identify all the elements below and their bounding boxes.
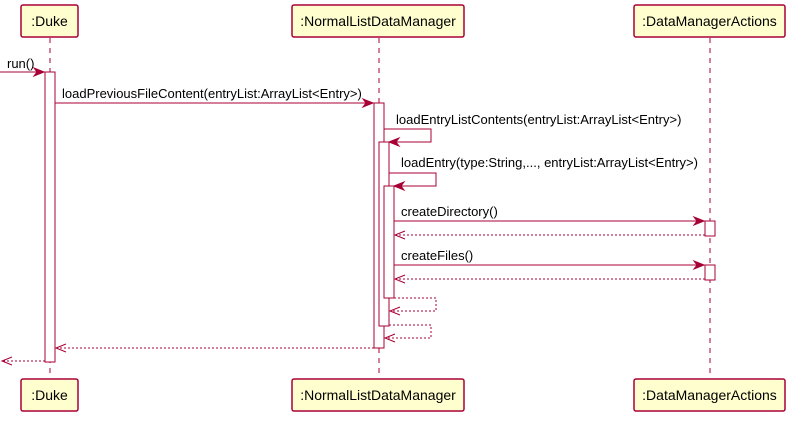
arrow-head: [387, 136, 401, 148]
return-line: [385, 324, 432, 339]
message-create-directory: createDirectory(): [394, 204, 706, 227]
participant-normal-list-data-manager-top: :NormalListDataManager: [291, 4, 465, 38]
message-load-entry: loadEntry(type:String,..., entryList:Arr…: [389, 155, 698, 192]
participant-duke-bottom: :Duke: [20, 378, 79, 412]
activation-normal-inner: [383, 185, 395, 299]
return-create-directory: [393, 230, 705, 240]
participant-label: :Duke: [31, 13, 68, 29]
participant-data-manager-actions-top: :DataManagerActions: [633, 4, 786, 38]
participant-label: :NormalListDataManager: [300, 13, 456, 29]
arrow-head: [383, 333, 396, 343]
message-line: [389, 172, 437, 187]
message-label: loadEntryListContents(entryList:ArrayLis…: [396, 112, 681, 127]
return-line: [390, 297, 437, 312]
participant-label: :NormalListDataManager: [300, 387, 456, 403]
participant-label: :DataManagerActions: [642, 13, 777, 29]
participant-box: [633, 4, 786, 38]
message-label: loadPreviousFileContent(entryList:ArrayL…: [62, 86, 362, 101]
arrow-head: [361, 97, 375, 109]
message-label: createDirectory(): [401, 204, 498, 219]
message-label: loadEntry(type:String,..., entryList:Arr…: [401, 155, 698, 170]
arrow-head: [692, 259, 706, 271]
participant-normal-list-data-manager-bottom: :NormalListDataManager: [291, 378, 465, 412]
participant-box: [633, 378, 786, 412]
activation-actions-2: [704, 264, 716, 281]
arrow-head: [54, 343, 67, 353]
arrow-head: [392, 180, 406, 192]
message-load-entry-list-contents: loadEntryListContents(entryList:ArrayLis…: [384, 112, 681, 148]
participant-box: [291, 4, 465, 38]
return-load-entry-list-contents: [383, 324, 432, 343]
activation-duke: [44, 71, 56, 363]
participant-duke-top: :Duke: [20, 4, 79, 38]
arrow-head: [0, 356, 13, 366]
return-create-files: [393, 274, 705, 284]
message-create-files: createFiles(): [394, 248, 706, 271]
arrow-head: [393, 274, 406, 284]
message-load-previous-file-content: loadPreviousFileContent(entryList:ArrayL…: [55, 86, 375, 109]
participant-data-manager-actions-bottom: :DataManagerActions: [633, 378, 786, 412]
participant-label: :DataManagerActions: [642, 387, 777, 403]
return-run: [0, 356, 45, 366]
return-load-previous-file-content: [54, 343, 374, 353]
message-label: run(): [7, 56, 34, 71]
message-label: createFiles(): [401, 248, 473, 263]
arrow-head: [393, 230, 406, 240]
message-line: [384, 128, 432, 143]
participant-box: [291, 378, 465, 412]
message-run: run(): [0, 56, 46, 78]
activation-actions-1: [704, 220, 716, 237]
arrow-head: [32, 66, 46, 78]
return-load-entry: [388, 297, 437, 316]
participant-label: :Duke: [31, 387, 68, 403]
arrow-head: [388, 306, 401, 316]
arrow-head: [692, 215, 706, 227]
participant-box: [20, 4, 79, 38]
participant-box: [20, 378, 79, 412]
